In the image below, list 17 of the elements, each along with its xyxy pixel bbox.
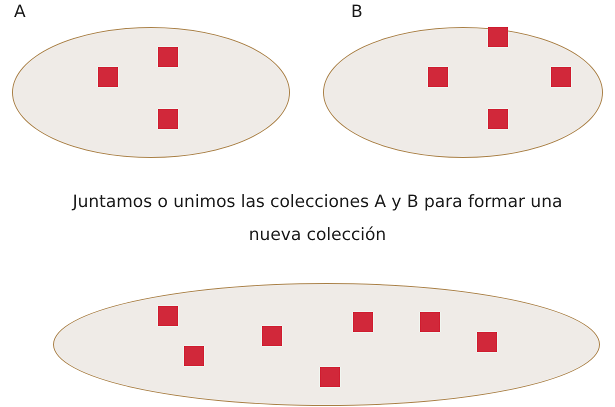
square-mark bbox=[184, 346, 204, 366]
caption-text: Juntamos o unimos las colecciones A y B para formar una nueva colección bbox=[70, 191, 564, 247]
square-mark bbox=[488, 27, 508, 47]
square-mark bbox=[158, 47, 178, 67]
square-mark bbox=[353, 312, 373, 332]
square-mark bbox=[488, 109, 508, 129]
square-mark bbox=[428, 67, 448, 87]
square-mark bbox=[158, 109, 178, 129]
square-mark bbox=[320, 367, 340, 387]
square-mark bbox=[420, 312, 440, 332]
square-mark bbox=[262, 326, 282, 346]
set-label: A bbox=[14, 2, 26, 22]
square-mark bbox=[98, 67, 118, 87]
square-mark bbox=[551, 67, 571, 87]
square-mark bbox=[158, 306, 178, 326]
square-mark bbox=[477, 332, 497, 352]
set-label: B bbox=[351, 2, 363, 22]
